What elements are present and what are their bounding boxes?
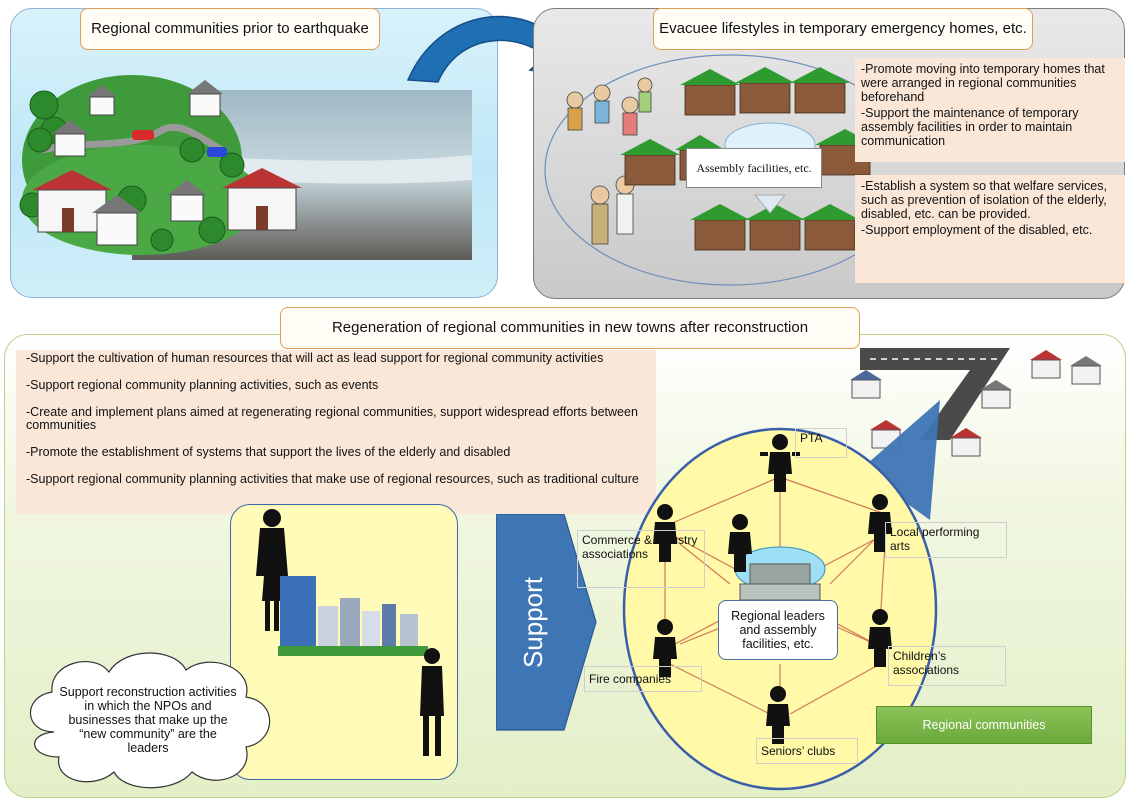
businessman-silhouette (420, 648, 444, 756)
label-commerce: Commerce & industry associations (577, 530, 705, 588)
business-illustration (256, 509, 444, 756)
cloud-text: Support reconstruction activities in whi… (59, 685, 237, 755)
regen-bullet-5: -Support regional community planning act… (26, 472, 639, 486)
prior-title: Regional communities prior to earthquake (80, 8, 380, 50)
support-label-box: Support (496, 514, 572, 730)
town-connector-wedge (860, 400, 940, 520)
evacuee-note-2: -Support the maintenance of temporary as… (861, 106, 1079, 148)
label-pta-text: PTA (800, 431, 823, 445)
evacuee-notes-bottom: -Establish a system so that welfare serv… (855, 175, 1125, 283)
prior-houses (32, 80, 302, 246)
blue-car (207, 147, 227, 157)
evacuee-notes-top: -Promote moving into temporary homes tha… (855, 58, 1125, 162)
city-buildings (278, 576, 428, 656)
regen-bullet-3: -Create and implement plans aimed at reg… (26, 405, 638, 432)
regen-bullet-2: -Support regional community planning act… (26, 378, 379, 392)
evacuee-note-3: -Establish a system so that welfare serv… (861, 179, 1107, 221)
center-label-box: Regional leaders and assembly facilities… (718, 600, 838, 660)
cloud-shape (29, 652, 271, 789)
new-town-illustration (850, 348, 1102, 457)
assembly-building-icon (734, 546, 826, 601)
evacuee-note-4: -Support employment of the disabled, etc… (861, 223, 1093, 237)
label-seniors-clubs: Seniors’ clubs (756, 738, 858, 764)
prior-title-text: Regional communities prior to earthquake (91, 20, 369, 37)
regional-communities-tag-text: Regional communities (922, 718, 1046, 732)
regional-communities-tag: Regional communities (876, 706, 1092, 744)
new-town-houses (850, 350, 1102, 457)
label-performing-arts-text: Local performing arts (890, 525, 980, 553)
label-fire-companies: Fire companies (584, 666, 702, 692)
label-childrens-associations-text: Children’s associations (893, 649, 960, 677)
evacuee-note-1: -Promote moving into temporary homes tha… (861, 62, 1105, 104)
regeneration-bullets: -Support the cultivation of human resour… (16, 350, 656, 514)
red-car (132, 130, 154, 140)
label-commerce-text: Commerce & industry associations (582, 533, 698, 561)
regeneration-title-text: Regeneration of regional communities in … (331, 319, 809, 336)
label-performing-arts: Local performing arts (885, 522, 1007, 558)
cloud-text-box: Support reconstruction activities in whi… (58, 660, 238, 780)
evacuee-title: Evacuee lifestyles in temporary emergenc… (653, 8, 1033, 50)
assembly-facilities-label: Assembly facilities, etc. (686, 148, 822, 188)
regeneration-title: Regeneration of regional communities in … (280, 307, 860, 349)
evacuee-title-text: Evacuee lifestyles in temporary emergenc… (659, 20, 1027, 37)
regen-bullet-4: -Promote the establishment of systems th… (26, 445, 511, 459)
label-childrens-associations: Children’s associations (888, 646, 1006, 686)
support-arrow (496, 514, 597, 731)
prior-illustration (19, 75, 472, 260)
label-fire-companies-text: Fire companies (589, 672, 672, 686)
label-pta: PTA (795, 428, 847, 458)
assembly-facilities-text: Assembly facilities, etc. (696, 160, 812, 175)
label-seniors-clubs-text: Seniors’ clubs (761, 744, 836, 758)
regen-bullet-1: -Support the cultivation of human resour… (26, 351, 604, 365)
evacuee-people (566, 77, 653, 245)
support-label: Support (518, 576, 549, 668)
center-label-text: Regional leaders and assembly facilities… (731, 609, 825, 651)
